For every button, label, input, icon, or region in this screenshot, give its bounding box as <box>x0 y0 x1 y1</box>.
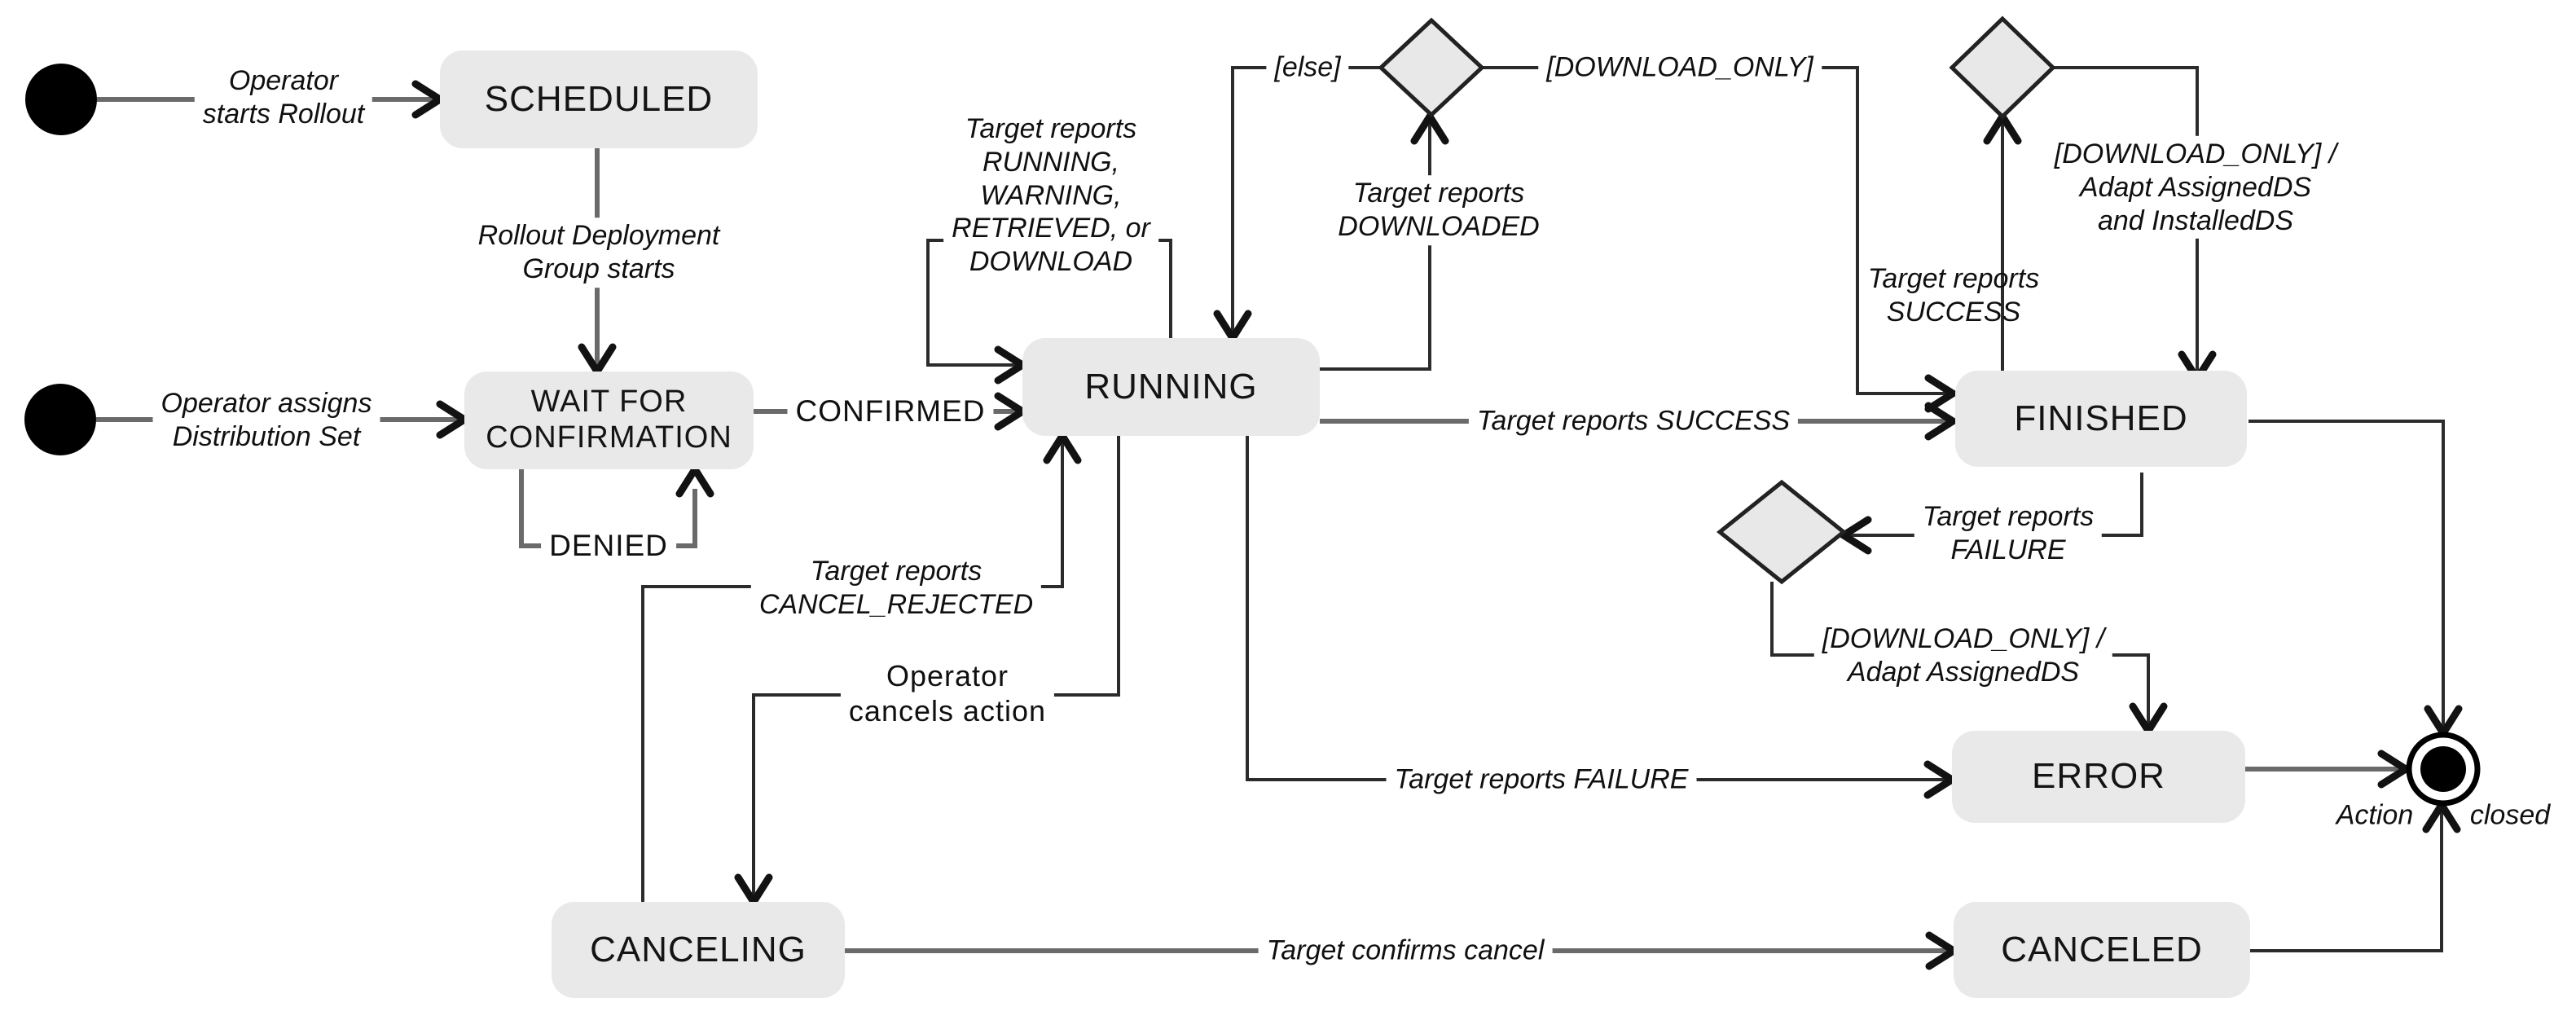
arrowhead-cancel-rejected-into-running <box>1043 429 1082 464</box>
label-target-reports-success-stacked: Target reports SUCCESS <box>1867 263 2040 328</box>
label-operator-assigns-ds: Operator assigns Distribution Set <box>152 385 380 455</box>
choice-diamond-failure-icon <box>1717 479 1847 585</box>
label-denied: DENIED <box>541 525 676 566</box>
transition-adapt-installed-line <box>2053 66 2199 373</box>
label-target-reports-downloaded: Target reports DOWNLOADED <box>1330 175 1548 245</box>
transition-running-selfloop-line <box>926 239 1172 367</box>
choice-diamond-success-icon <box>1949 15 2056 120</box>
initial-state-icon-top <box>25 64 97 135</box>
label-closed-word: closed <box>2469 799 2551 831</box>
arrowhead-denied-up <box>675 462 714 498</box>
label-operator-cancels-action: Operator cancels action <box>840 656 1055 731</box>
transition-canceled-to-final-line <box>2250 811 2443 952</box>
label-target-confirms-cancel: Target confirms cancel <box>1258 932 1553 969</box>
arrowhead-into-choice-failure <box>1836 516 1872 555</box>
transition-downloaded-line <box>1320 122 1431 371</box>
transition-failure-horizontal-line <box>1246 436 1946 781</box>
final-state-inner-dot <box>2420 746 2466 792</box>
state-error: ERROR <box>1952 731 2245 823</box>
label-target-reports-failure: Target reports FAILURE <box>1386 761 1697 798</box>
label-rollout-group-starts: Rollout Deployment Group starts <box>469 218 728 288</box>
transition-finished-to-final-line <box>2249 420 2445 728</box>
label-download-only-adapt-installed: [DOWNLOAD_ONLY] / Adapt AssignedDS and I… <box>2046 135 2345 240</box>
initial-state-icon-bottom <box>24 384 96 455</box>
state-running: RUNNING <box>1022 338 1320 436</box>
arrowhead-success-into-finished <box>1924 402 1960 441</box>
label-target-reports-cancel-rejected: Target reports CANCEL_REJECTED <box>750 553 1042 623</box>
label-else-guard: [else] <box>1266 49 1349 86</box>
state-scheduled: SCHEDULED <box>440 51 758 148</box>
arrowhead-error-into-final <box>2377 750 2413 789</box>
choice-diamond-downloaded-icon <box>1378 17 1485 118</box>
state-wait-for-confirmation: WAIT FOR CONFIRMATION <box>464 372 754 469</box>
arrowhead-download-only-into-finished <box>1924 374 1960 413</box>
label-download-only-adapt: [DOWNLOAD_ONLY] / Adapt AssignedDS <box>1813 621 2113 691</box>
label-target-reports-success: Target reports SUCCESS <box>1468 402 1799 440</box>
state-canceling: CANCELING <box>552 902 845 998</box>
label-running-self-loop: Target reports RUNNING, WARNING, RETRIEV… <box>943 111 1158 280</box>
label-target-reports-failure-stacked: Target reports FAILURE <box>1914 499 2103 569</box>
label-operator-starts-rollout: Operator starts Rollout <box>194 63 373 133</box>
state-finished: FINISHED <box>1955 371 2247 467</box>
state-canceled: CANCELED <box>1954 902 2250 998</box>
label-download-only-guard: [DOWNLOAD_ONLY] <box>1538 49 1822 86</box>
label-confirmed: CONFIRMED <box>787 391 994 432</box>
arrowhead-into-choice-downloaded <box>1410 109 1449 145</box>
label-action-word: Action <box>2336 799 2414 831</box>
transition-download-only-line <box>1482 66 1947 395</box>
